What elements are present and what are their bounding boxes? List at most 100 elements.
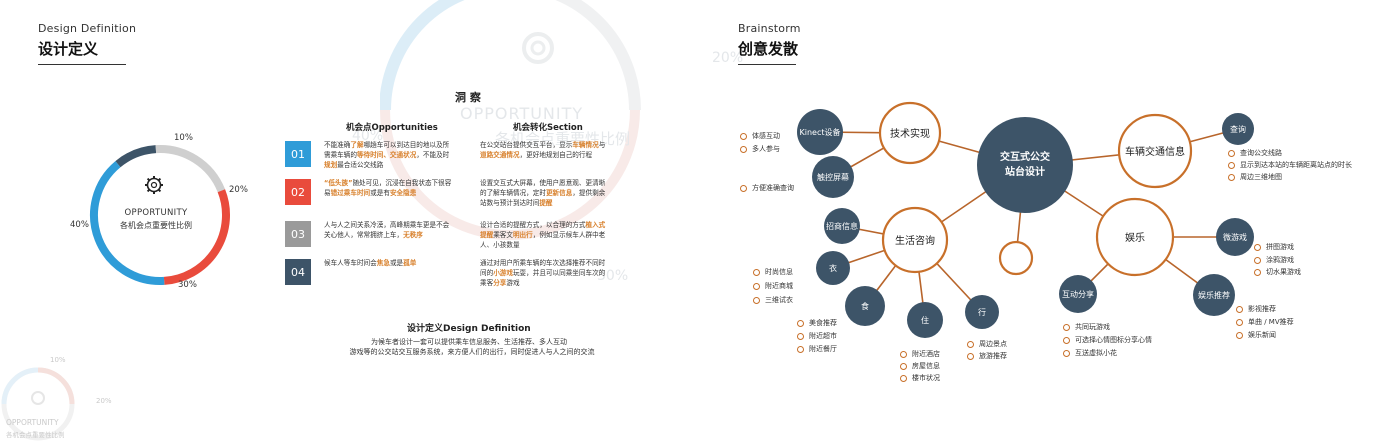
solution-text-segment: 设计合适的提醒方式，以合理的方式 — [480, 221, 586, 229]
solution-text: 在公交站台提供交互平台，显示车辆情况与道路交通情况，更好地规划自己的行程 — [480, 140, 608, 160]
opportunity-text: 人与人之间关系冷漠，高峰期乘车更是不会关心他人，常常拥挤上车，无秩序 — [324, 220, 454, 240]
solution-text-segment: 玩耍，并且可以同乘坐同车次的乘客 — [480, 269, 606, 287]
opportunity-text-segment: 焦急 — [376, 259, 390, 267]
leaf-cloth-a: 时尚信息 — [753, 267, 793, 277]
solution-text-segment: 游戏 — [506, 279, 520, 287]
ring-vehicle-label: 车辆交通信息 — [1125, 145, 1185, 158]
solution-text-segment: 通过对用户所乘车辆的车次选择推荐不同时间的 — [480, 259, 606, 277]
left-section-title-en: Design Definition — [38, 22, 137, 35]
opportunity-text-segment: 错过乘车时间 — [330, 189, 371, 197]
opportunity-text: 候车人等车时间会焦急或是孤单 — [324, 258, 454, 268]
watermark-pct-20: 20% — [712, 50, 744, 66]
ring-ent-label: 娱乐 — [1125, 231, 1145, 244]
donut-label-10: 10% — [174, 133, 193, 143]
small-watermark-title: OPPORTUNITY — [6, 418, 59, 427]
leaf-travel-b: 旅游推荐 — [967, 351, 1007, 361]
mindmap-ring-nodes — [878, 101, 1193, 277]
right-section-title-zh: 创意发散 — [738, 40, 799, 58]
center-node-label-1: 交互式公交 — [1000, 150, 1050, 163]
leaf-rec-b: 单曲 / MV推荐 — [1236, 317, 1294, 327]
leaf-rec-c: 娱乐新闻 — [1236, 330, 1276, 340]
design-definition-line-2: 游戏等的公交站交互服务系统，来方便人们的出行，同时促进人与人之间的交流 — [349, 348, 595, 356]
leaf-tech-b: 多人参与 — [740, 144, 780, 154]
solution-text-segment: 车辆情况 — [572, 141, 599, 149]
opportunity-text: “低头族”随处可见，沉浸在自我状态下很容易错过乘车时间或是有安全隐患 — [324, 178, 454, 198]
node-mini-label: 微游戏 — [1223, 232, 1247, 242]
leaf-mini-b: 涂鸦游戏 — [1254, 255, 1294, 265]
opportunity-text-segment: 或是有 — [370, 189, 390, 197]
small-watermark-subtitle: 各机会点重要性比例 — [6, 431, 65, 439]
solution-text-segment: 提醒 — [539, 199, 553, 207]
row-number-badge: 01 — [285, 141, 311, 167]
node-housing-label: 住 — [921, 315, 929, 325]
node-kinect-label: Kinect设备 — [800, 127, 841, 137]
right-section-underline — [738, 64, 796, 65]
solution-text-segment: ，提供剩余站数与预计到达时间 — [480, 189, 606, 207]
solution-text-segment: 与 — [598, 141, 606, 149]
ring-life-label: 生活咨询 — [895, 234, 935, 247]
leaf-query-a: 查询公交线路 — [1228, 148, 1282, 158]
design-definition-line-1: 为候车者设计一套可以提供乘车信息服务、生活推荐、多人互动 — [371, 338, 567, 346]
left-section-underline — [38, 64, 126, 65]
opportunity-text-segment: 人与人之间关系冷漠，高峰期乘车更是不会关心他人，常常拥挤上车， — [324, 221, 450, 239]
ring-tech-label: 技术实现 — [890, 127, 930, 140]
donut-center-title: OPPORTUNITY — [124, 208, 188, 218]
opportunity-text-segment: 候车人等车时间会 — [324, 259, 377, 267]
solution-text-segment: 道路交通情况 — [480, 151, 520, 159]
row-number-badge: 03 — [285, 221, 311, 247]
opportunity-text: 不能准确了解哪趟车可以到达目的地以及所需乘车辆的等待时间、交通状况，不能及时规划… — [324, 140, 454, 170]
solution-text-segment: 乘客文 — [493, 231, 513, 239]
donut-label-30: 30% — [178, 280, 197, 290]
watermark-subtitle: 各机会点重要性比例 — [495, 130, 631, 148]
leaf-house-b: 房屋信息 — [900, 361, 940, 371]
left-section-title-zh: 设计定义 — [38, 40, 99, 58]
design-definition-title: 设计定义Design Definition — [407, 324, 531, 334]
node-clothing-label: 衣 — [829, 263, 837, 273]
opportunity-text-segment: 等待时间、交通状况 — [356, 151, 417, 159]
leaf-cloth-c: 三维试衣 — [753, 295, 793, 305]
opportunity-donut-chart — [90, 145, 230, 285]
opportunity-text-segment: 了解 — [350, 141, 364, 149]
node-touch-label: 触控屏幕 — [817, 172, 849, 182]
leaf-tech-a: 体感互动 — [740, 131, 780, 141]
node-rec-label: 娱乐推荐 — [1198, 290, 1230, 300]
node-query-label: 查询 — [1230, 124, 1246, 134]
mindmap-small-nodes — [797, 109, 1254, 338]
leaf-food-c: 附近餐厅 — [797, 344, 837, 354]
leaf-mini-c: 切水果游戏 — [1254, 267, 1301, 277]
donut-label-40: 40% — [70, 220, 89, 230]
leaf-share-b: 可选择心情图标分享心情 — [1063, 335, 1152, 345]
donut-segment-30 — [163, 189, 230, 285]
solution-text-segment: ，例如显示候车人群中老人、小孩数量 — [480, 231, 606, 249]
node-share-label: 互动分享 — [1062, 289, 1094, 299]
leaf-share-a: 共同玩游戏 — [1063, 322, 1110, 332]
solution-text: 通过对用户所乘车辆的车次选择推荐不同时间的小游戏玩耍，并且可以同乘坐同车次的乘客… — [480, 258, 608, 288]
watermark-pct-30: 30% — [597, 268, 629, 284]
opportunity-text-segment: 不能准确 — [324, 141, 351, 149]
opportunity-text-segment: 无秩序 — [403, 231, 423, 239]
gear-icon — [145, 176, 163, 194]
donut-label-20: 20% — [229, 185, 248, 195]
leaf-house-a: 附近酒店 — [900, 349, 940, 359]
node-merchant-label: 招商信息 — [826, 221, 858, 231]
mindmap-center-node — [977, 117, 1073, 213]
background-watermark-graphic — [380, 0, 641, 240]
opportunity-text-segment: 最合适公交线路 — [337, 161, 384, 169]
opportunity-text-segment: 或是 — [389, 259, 404, 267]
leaf-cloth-b: 附近商城 — [753, 281, 793, 291]
solution-text-segment: 更新信息 — [545, 189, 573, 197]
opportunity-text-segment: 哪趟车可以到达目的地以及所需乘车辆的 — [324, 141, 450, 159]
donut-center-subtitle: 各机会点重要性比例 — [120, 221, 192, 230]
leaf-mini-a: 拼图游戏 — [1254, 242, 1294, 252]
solution-text: 设置交互式大屏幕，使用户愿意观、更清晰的了解车辆情况，定时更新信息，提供剩余站数… — [480, 178, 608, 208]
opportunity-text-segment: ，不能及时 — [416, 151, 450, 159]
row-number-badge: 02 — [285, 179, 311, 205]
solution-text-segment: 设置交互式大屏幕，使用户愿意观、更清晰的了解车辆情况，定时 — [480, 179, 606, 197]
small-watermark-pct-20: 20% — [96, 397, 112, 405]
section-column-header: 机会转化Section — [513, 123, 583, 133]
opportunities-column-header: 机会点Opportunities — [346, 123, 438, 133]
leaf-food-b: 附近超市 — [797, 331, 837, 341]
solution-text-segment: 植入式提醒 — [480, 221, 606, 239]
watermark-opportunity-text: OPPORTUNITY — [460, 104, 584, 123]
